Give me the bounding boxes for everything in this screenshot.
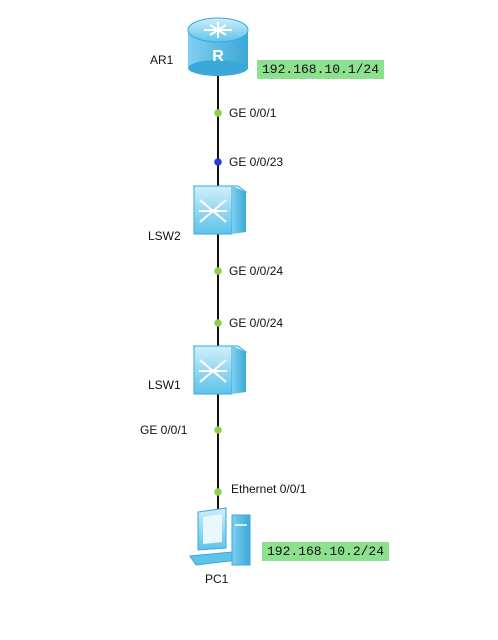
ip-label-ar1: 192.168.10.1/24	[257, 60, 385, 79]
port-dot-lsw2-ge0023[interactable]	[214, 158, 222, 166]
port-label-lsw1-ge0024: GE 0/0/24	[229, 316, 284, 330]
port-dot-lsw1-ge0024[interactable]	[214, 319, 222, 327]
switch-icon-lsw2[interactable]	[192, 185, 248, 235]
device-label-pc1: PC1	[205, 572, 229, 586]
port-label-lsw2-ge0023: GE 0/0/23	[229, 155, 284, 169]
port-dot-ar1-ge001[interactable]	[214, 109, 222, 117]
device-label-ar1: AR1	[150, 53, 174, 67]
switch-icon-lsw1[interactable]	[192, 345, 248, 395]
pc-icon[interactable]	[189, 507, 251, 566]
port-label-pc1-eth001: Ethernet 0/0/1	[231, 482, 307, 496]
router-icon[interactable]: R	[187, 17, 249, 76]
device-label-lsw2: LSW2	[148, 229, 181, 243]
port-label-lsw2-ge0024: GE 0/0/24	[229, 264, 284, 278]
router-mark: R	[212, 48, 224, 65]
port-dot-lsw2-ge0024[interactable]	[214, 267, 222, 275]
port-dot-lsw1-ge001[interactable]	[214, 426, 222, 434]
port-dot-pc1-eth001[interactable]	[214, 488, 222, 496]
ip-label-pc1: 192.168.10.2/24	[262, 542, 390, 561]
port-label-ar1-ge001: GE 0/0/1	[229, 106, 277, 120]
device-label-lsw1: LSW1	[148, 378, 181, 392]
port-label-lsw1-ge001: GE 0/0/1	[140, 423, 188, 437]
